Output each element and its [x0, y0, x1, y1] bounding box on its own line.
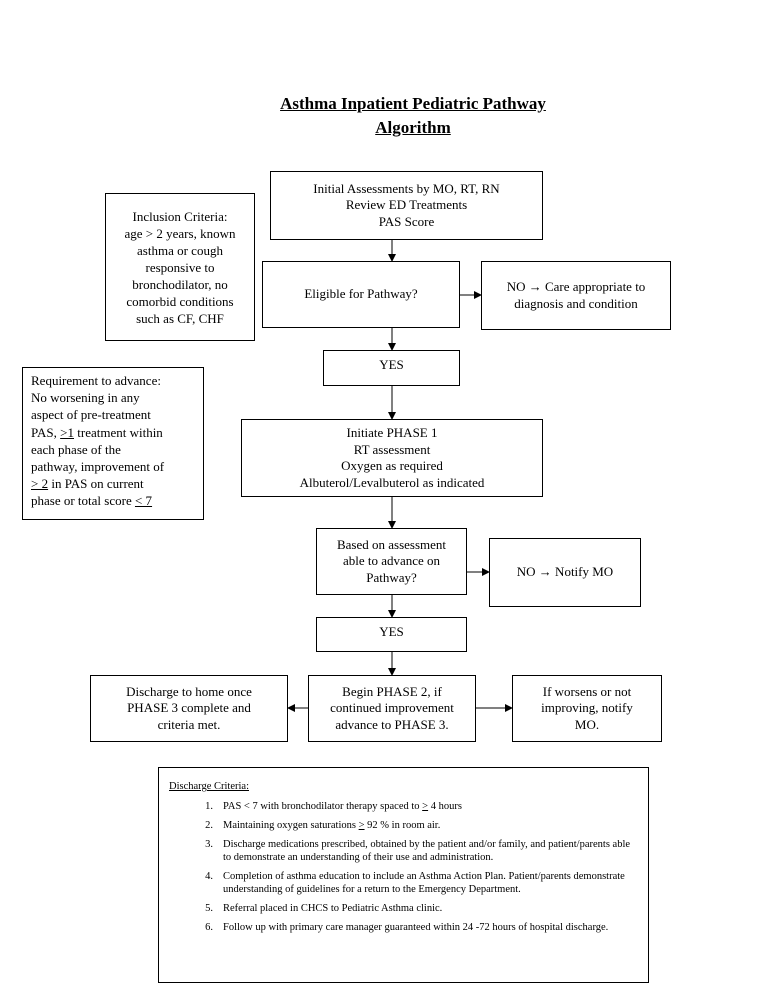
- requirement-line-7: > 2 in PAS on current: [31, 475, 144, 492]
- requirement-line-1: Requirement to advance:: [31, 373, 161, 388]
- discharge-home-line-1: Discharge to home once: [126, 683, 252, 699]
- notify-mo-label: NO → Notify MO: [516, 564, 614, 580]
- discharge-home-line-3: criteria met.: [157, 716, 221, 732]
- requirement-line-4-pre: PAS,: [31, 424, 61, 440]
- yes-label-1: YES: [379, 357, 404, 372]
- notify-mo-box: NO → Notify MO: [489, 538, 641, 607]
- begin-phase-2-box: Begin PHASE 2, if continued improvement …: [308, 675, 476, 742]
- discharge-criteria-item: 5. Referral placed in CHCS to Pediatric …: [169, 902, 638, 915]
- item-text-pre: PAS < 7 with bronchodilator therapy spac…: [223, 801, 423, 812]
- item-text-post: 92 % in room air.: [364, 820, 441, 831]
- worsens-line-3: MO.: [574, 716, 600, 732]
- no-care-line-2: diagnosis and condition: [514, 295, 638, 311]
- item-text: PAS < 7 with bronchodilator therapy spac…: [223, 800, 638, 813]
- item-text-pre: Maintaining oxygen saturations: [223, 820, 359, 831]
- discharge-to-home-box: Discharge to home once PHASE 3 complete …: [90, 675, 288, 742]
- inclusion-criteria-box: Inclusion Criteria: age > 2 years, known…: [105, 193, 255, 341]
- phase1-line-2: RT assessment: [353, 441, 431, 457]
- inclusion-line-7: such as CF, CHF: [136, 310, 224, 326]
- initial-assessment-box: Initial Assessments by MO, RT, RN Review…: [270, 171, 543, 240]
- no-care-line-1: NO → Care appropriate to: [506, 279, 646, 294]
- inclusion-line-4: responsive to: [145, 259, 215, 275]
- inclusion-line-2: age > 2 years, known: [124, 225, 236, 241]
- discharge-criteria-item: 2. Maintaining oxygen saturations > 92 %…: [169, 819, 638, 832]
- discharge-criteria-box: Discharge Criteria: 1. PAS < 7 with bron…: [158, 767, 649, 983]
- requirement-line-8: phase or total score < 7: [31, 492, 152, 509]
- item-number: 1.: [205, 801, 213, 812]
- requirement-to-advance-box: Requirement to advance: No worsening in …: [22, 367, 204, 520]
- requirement-line-3: aspect of pre-treatment: [31, 407, 151, 423]
- yes-box-2: YES: [316, 617, 467, 652]
- discharge-criteria-list: 1. PAS < 7 with bronchodilator therapy s…: [169, 800, 638, 934]
- requirement-line-5: each phase of the: [31, 441, 121, 457]
- requirement-line-4-post: treatment within: [74, 424, 163, 440]
- discharge-criteria-item: 3. Discharge medications prescribed, obt…: [169, 838, 638, 864]
- item-number: 6.: [205, 922, 213, 933]
- yes-label-2: YES: [379, 624, 404, 639]
- initiate-phase-1-box: Initiate PHASE 1 RT assessment Oxygen as…: [241, 419, 543, 497]
- discharge-criteria-item: 6. Follow up with primary care manager g…: [169, 921, 638, 934]
- requirement-line-2: No worsening in any: [31, 390, 140, 406]
- inclusion-line-6: comorbid conditions: [126, 293, 234, 309]
- item-number: 4.: [205, 871, 213, 882]
- page-title: Asthma Inpatient Pediatric Pathway: [280, 94, 546, 113]
- no-care-appropriate-box: NO → Care appropriate to diagnosis and c…: [481, 261, 671, 330]
- inclusion-line-5: bronchodilator, no: [132, 276, 228, 292]
- advance-line-1: Based on assessment: [336, 536, 447, 552]
- discharge-home-line-2: PHASE 3 complete and: [127, 700, 251, 716]
- requirement-line-4: PAS, >1 treatment within: [31, 424, 163, 441]
- item-number: 3.: [205, 839, 213, 850]
- discharge-criteria-item: 1. PAS < 7 with bronchodilator therapy s…: [169, 800, 638, 813]
- eligible-for-pathway-box: Eligible for Pathway?: [262, 261, 460, 328]
- phase1-line-1: Initiate PHASE 1: [346, 425, 438, 440]
- inclusion-line-1: Inclusion Criteria:: [132, 208, 228, 224]
- page-title-line-2: Algorithm: [375, 118, 451, 137]
- item-text: Referral placed in CHCS to Pediatric Ast…: [223, 903, 443, 914]
- advance-line-2: able to advance on: [342, 553, 441, 569]
- item-text: Discharge medications prescribed, obtain…: [223, 839, 631, 863]
- inclusion-line-3: asthma or cough: [137, 242, 223, 258]
- requirement-line-4-symbol: >1: [60, 424, 74, 440]
- advance-decision-box: Based on assessment able to advance on P…: [316, 528, 467, 595]
- phase1-line-3: Oxygen as required: [341, 458, 443, 473]
- worsens-line-1: If worsens or not: [542, 683, 632, 699]
- item-text: Follow up with primary care manager guar…: [223, 922, 609, 933]
- yes-box-1: YES: [323, 350, 460, 386]
- phase1-line-4: Albuterol/Levalbuterol as indicated: [299, 474, 485, 490]
- initial-line-2: Review ED Treatments: [345, 197, 468, 213]
- phase2-line-2: continued improvement: [330, 700, 454, 716]
- item-text-symbol: >: [422, 801, 429, 812]
- initial-line-1: Initial Assessments by MO, RT, RN: [313, 180, 500, 196]
- item-number: 5.: [205, 903, 213, 914]
- discharge-criteria-item: 4. Completion of asthma education to inc…: [169, 870, 638, 896]
- phase2-line-1: Begin PHASE 2, if: [342, 683, 442, 699]
- discharge-criteria-heading: Discharge Criteria:: [169, 781, 249, 792]
- worsens-notify-box: If worsens or not improving, notify MO.: [512, 675, 662, 742]
- requirement-line-8-pre: phase or total score: [31, 493, 135, 509]
- eligible-label: Eligible for Pathway?: [304, 286, 418, 302]
- requirement-line-8-symbol: < 7: [134, 493, 153, 509]
- item-text: Maintaining oxygen saturations > 92 % in…: [223, 819, 638, 832]
- requirement-line-7-symbol: > 2: [31, 476, 49, 492]
- initial-line-3: PAS Score: [378, 213, 435, 229]
- worsens-line-2: improving, notify: [541, 700, 633, 716]
- item-text-post: 4 hours: [428, 801, 462, 812]
- requirement-line-6: pathway, improvement of: [31, 459, 165, 475]
- item-number: 2.: [205, 820, 213, 831]
- item-text-symbol: >: [358, 820, 365, 831]
- requirement-line-7-post: in PAS on current: [48, 476, 144, 492]
- phase2-line-3: advance to PHASE 3.: [335, 716, 449, 732]
- advance-line-3: Pathway?: [366, 569, 417, 585]
- item-text: Completion of asthma education to includ…: [223, 871, 625, 895]
